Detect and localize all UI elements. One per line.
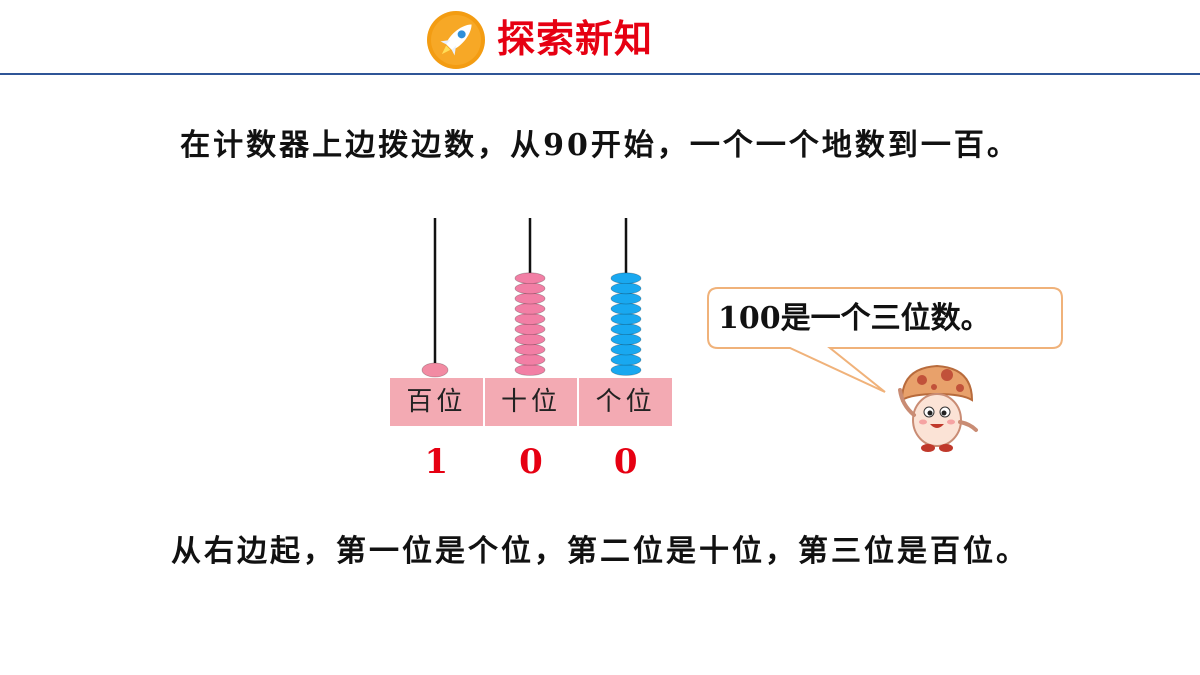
bead-hundreds xyxy=(421,362,449,378)
bead-ones xyxy=(610,323,642,335)
summary-text: 从右边起，第一位是个位，第二位是十位，第三位是百位。 xyxy=(171,534,1029,569)
counting-frame: 百位 十位 个位 1 0 0 xyxy=(380,210,690,490)
header-divider xyxy=(0,73,1200,75)
bead-ones xyxy=(610,354,642,366)
bead-ones xyxy=(610,272,642,284)
bead-tens xyxy=(514,272,546,284)
place-label-ones: 个位 xyxy=(579,378,673,426)
mushroom-mascot-icon xyxy=(892,360,982,456)
place-value-row: 百位 十位 个位 xyxy=(390,378,673,426)
bead-ones xyxy=(610,333,642,346)
place-label-tens: 十位 xyxy=(484,378,578,426)
instruction-text: 在计数器上边拨边数，从90开始，一个一个地数到一百。 xyxy=(180,128,1020,163)
bead-ones xyxy=(610,303,642,315)
digit-ones: 0 xyxy=(613,442,638,482)
bead-ones xyxy=(610,292,642,305)
digit-hundreds: 1 xyxy=(424,442,449,482)
bead-ones xyxy=(610,364,642,376)
digit-tens: 0 xyxy=(519,442,543,482)
bead-tens xyxy=(514,354,546,366)
bead-tens xyxy=(514,282,546,295)
speech-bubble xyxy=(707,287,1063,393)
bead-ones xyxy=(610,282,642,295)
abacus-rods xyxy=(421,218,642,378)
bead-tens xyxy=(514,364,546,376)
bead-tens xyxy=(514,323,546,335)
place-label-hundreds: 百位 xyxy=(390,378,483,426)
bead-tens xyxy=(514,333,546,346)
speech-text: 100是一个三位数。 xyxy=(718,301,991,336)
bead-tens xyxy=(514,343,546,356)
bead-tens xyxy=(514,313,546,325)
bead-tens xyxy=(514,303,546,315)
digit-row: 1 0 0 xyxy=(390,440,672,484)
rocket-badge-icon xyxy=(426,10,486,70)
section-title: 探索新知 xyxy=(497,17,654,61)
bead-tens xyxy=(514,292,546,305)
bead-ones xyxy=(610,343,642,356)
bead-ones xyxy=(610,313,642,325)
